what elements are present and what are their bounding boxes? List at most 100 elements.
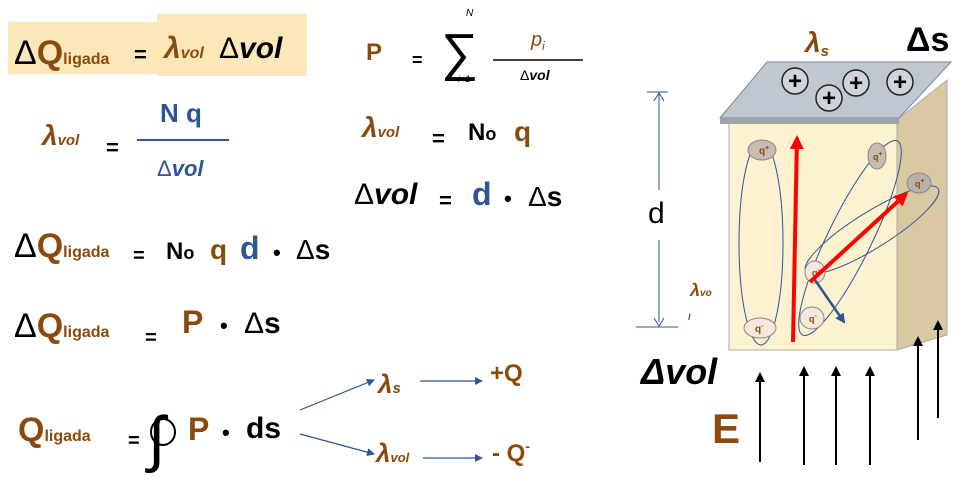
positive-charge: + — [781, 67, 809, 95]
dot-product: • — [220, 313, 228, 338]
branch-arrow-up — [299, 378, 375, 411]
svg-text:pi: pi — [530, 29, 545, 53]
subscript-o: o — [183, 243, 194, 263]
distance-d: d — [472, 176, 492, 212]
d-dimension: d — [636, 91, 678, 328]
subscript-ligada: ligada — [63, 324, 109, 341]
svg-text:λvo: λvo — [689, 280, 712, 300]
result-plus-Q: +Q — [490, 360, 523, 387]
dipole-arrow-diagonal — [808, 191, 909, 284]
subscript-ligada: ligada — [63, 51, 109, 68]
lambda-s-symbol: λ — [803, 27, 821, 58]
N-symbol: N — [468, 119, 485, 146]
equals-sign: = — [134, 42, 147, 67]
subscript-vol: vol — [378, 124, 401, 141]
s-text: s — [547, 181, 563, 212]
svg-text:q-: q- — [812, 267, 821, 278]
svg-text:Δvol: Δvol — [219, 32, 283, 65]
svg-text:+: + — [849, 70, 863, 97]
lambda-s-subscript: s — [821, 43, 829, 60]
svg-text:Δs: Δs — [528, 181, 562, 212]
charge-Q: Q — [37, 307, 63, 345]
lambda-symbol: λ — [162, 32, 181, 65]
equation-dq-ligada-pds: ΔQligada = P • Δs — [14, 304, 281, 349]
svg-text:No: No — [166, 238, 194, 265]
electric-field-arrows — [755, 320, 943, 465]
lambda-symbol: λ — [374, 438, 390, 468]
delta-symbol: Δ — [528, 181, 547, 212]
vol-text: vol — [529, 67, 550, 83]
svg-text:λvol: λvol — [360, 112, 400, 143]
dot-product: • — [273, 240, 281, 265]
lambda-vol-subscript: vo — [700, 288, 712, 299]
d-arrow-down — [653, 317, 665, 327]
bound-charge-q-plus-top-right: q+ — [867, 142, 887, 170]
svg-text:+: + — [822, 85, 836, 112]
svg-text:+: + — [788, 68, 802, 95]
equals-sign: = — [439, 188, 452, 213]
subscript-i: i — [542, 39, 545, 53]
numerator-p: p — [530, 29, 542, 51]
delta-symbol: Δ — [157, 156, 172, 181]
bound-charge-q-plus-top-left: q+ — [747, 139, 777, 161]
dipole-ellipse-tilted — [798, 139, 902, 337]
delta-symbol: Δ — [520, 67, 529, 83]
svg-text:q+: q+ — [759, 145, 769, 157]
integral-symbol: ∫ — [145, 405, 169, 474]
delta-symbol: Δ — [14, 227, 37, 265]
delta-symbol: Δ — [14, 307, 37, 345]
positive-charge: + — [815, 84, 843, 112]
equals-sign: = — [106, 135, 119, 160]
lambda-symbol: λ — [360, 112, 378, 143]
equals-sign: = — [145, 327, 157, 349]
positive-charge: + — [886, 68, 914, 96]
vol-text: vol — [239, 32, 283, 65]
delta-s-label: Δs — [906, 21, 949, 59]
lambda-vol-symbol: λ — [689, 280, 700, 300]
bound-charge-q-center: q- — [804, 260, 826, 284]
superscript-minus: - — [525, 438, 530, 454]
branch-arrows — [299, 377, 483, 462]
svg-text:λvol: λvol — [374, 438, 410, 468]
subscript-ligada: ligada — [63, 244, 109, 261]
surface-positive-charges: + + + + — [781, 67, 914, 112]
charge-q: q — [210, 234, 227, 265]
delta-vol-label: Δvol — [639, 351, 718, 392]
equation-dq-ligada-lambda-dvol: ΔQligada = λ vol Δvol — [8, 14, 307, 76]
svg-text:Δvol: Δvol — [354, 178, 418, 211]
d-arrow-up — [653, 92, 665, 102]
ds-text: ds — [246, 412, 281, 445]
vol-text: vol — [172, 156, 205, 181]
delta-symbol: Δ — [296, 234, 315, 265]
subscript-vol: vol — [58, 132, 81, 149]
svg-text:ΔQligada: ΔQligada — [14, 307, 110, 345]
equation-q-ligada-integral: Qligada = ∫ P • ds — [18, 405, 281, 474]
equals-sign: = — [432, 126, 445, 151]
equation-lambda-vol-nq: λvol = N q Δvol — [40, 98, 229, 181]
dot-product: • — [222, 420, 230, 445]
polarization-P: P — [366, 39, 382, 66]
closed-contour-circle — [150, 418, 176, 446]
sum-symbol: ∑ — [441, 24, 478, 82]
s-text: s — [315, 234, 331, 265]
subscript-ligada: ligada — [44, 428, 90, 445]
svg-text:Δvol: Δvol — [157, 156, 204, 181]
charge-Q: Q — [37, 34, 63, 72]
equation-polarization-sum: P = N ∑ i=1 pi Δvol — [366, 8, 583, 84]
equation-dvol-d-ds: Δvol = d • Δs — [354, 176, 562, 213]
subscript-vol: vol — [390, 450, 409, 465]
lambda-vol-subscript-wrap: l — [688, 312, 691, 322]
highlight-box-1 — [8, 22, 158, 74]
equation-lambda-vol-noq: λvol = No q — [360, 112, 531, 151]
lambda-symbol: λ — [376, 369, 392, 399]
d-label: d — [648, 197, 665, 230]
bound-charge-q-minus-bottom-center: q- — [799, 306, 825, 330]
polarization-P: P — [188, 411, 209, 447]
svg-text:Δvol: Δvol — [520, 67, 551, 83]
subscript-o: o — [485, 124, 496, 144]
svg-text:N q: N q — [160, 98, 202, 128]
svg-text:ΔQligada: ΔQligada — [14, 34, 110, 72]
equals-sign: = — [128, 430, 140, 452]
delta-symbol: Δ — [244, 307, 264, 340]
equals-sign: = — [133, 245, 145, 267]
